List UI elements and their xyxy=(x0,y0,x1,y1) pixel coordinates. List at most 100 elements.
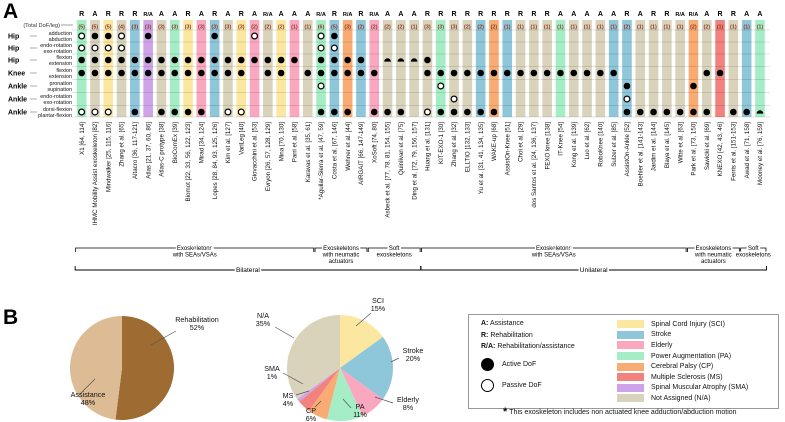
column-total-dof: (3) xyxy=(145,25,152,31)
column-label: *Aguilar-Sierra et al. [47, 59] xyxy=(318,122,325,200)
column-total-dof: (5) xyxy=(105,25,112,31)
column-total-dof: (1) xyxy=(717,25,724,31)
group-bracket xyxy=(367,247,421,252)
dof-dot-active xyxy=(623,82,631,90)
column-label: Mina [70, 130] xyxy=(278,122,285,161)
column-total-dof: (3) xyxy=(424,25,431,31)
legend-population-row: Spinal Muscular Atrophy (SMA) xyxy=(617,383,748,394)
column-total-dof: (3) xyxy=(171,25,178,31)
column-band xyxy=(90,20,100,117)
population-color-swatch xyxy=(617,373,644,382)
dof-dot-passive xyxy=(330,44,338,52)
column-band xyxy=(555,20,566,117)
row-joint-label: Knee xyxy=(8,70,25,77)
dof-dot-active xyxy=(104,56,112,64)
column-label: Asbeck et al. [77, 78, 81, 154, 155] xyxy=(385,122,392,218)
column-label: Costa et al. [67, 146] xyxy=(332,122,339,179)
column-band xyxy=(648,20,659,117)
dof-dot-active xyxy=(623,108,631,116)
dof-dot-active xyxy=(224,56,232,64)
column-letter: R xyxy=(478,11,483,18)
population-color-swatch xyxy=(617,320,644,329)
legend-key: A: xyxy=(481,320,489,327)
group-bracket-label: Exoskeletons xyxy=(177,246,213,252)
pie-label-leader xyxy=(274,326,295,339)
column-band xyxy=(116,20,127,117)
column-label: KNEXO [42, 43, 46] xyxy=(717,122,724,177)
dof-dot-active xyxy=(663,108,671,116)
legend-population-row: Elderly xyxy=(617,340,748,351)
column-label: Kim et al. [127] xyxy=(225,122,232,164)
population-color-swatch xyxy=(617,330,644,339)
population-color-swatch xyxy=(617,341,644,350)
pie-slice-sma xyxy=(297,368,340,402)
column-total-dof: (5) xyxy=(92,25,99,31)
row-motion-label: endo-rotation xyxy=(40,94,72,100)
column-band xyxy=(76,20,87,117)
column-total-dof: (5) xyxy=(78,25,85,31)
dof-dot-passive xyxy=(118,32,126,40)
dof-dot-passive xyxy=(118,44,126,52)
column-label: Sulzer et al. [85] xyxy=(611,122,618,167)
laterality-label: Bilateral xyxy=(236,267,260,274)
column-total-dof: (1) xyxy=(544,25,551,31)
column-band xyxy=(169,20,180,117)
footnote-text: This exoskeleton includes non actuated k… xyxy=(509,409,737,416)
column-band xyxy=(728,20,739,117)
legend-letter-entries: A: Assistance R: Rehabilitation R/A: Reh… xyxy=(481,320,575,392)
column-total-dof: (2) xyxy=(358,25,365,31)
dof-dot-active xyxy=(171,56,179,64)
row-joint-label: Ankle xyxy=(8,109,27,116)
column-band xyxy=(143,20,153,117)
group-bracket-label: exoskeletons xyxy=(377,253,412,259)
column-band xyxy=(568,20,579,117)
dof-dot-active xyxy=(437,108,445,116)
dof-dot-active xyxy=(158,108,165,116)
column-total-dof: (1) xyxy=(291,25,298,31)
group-bracket-label: Soft xyxy=(748,246,759,252)
column-label: Boehler et al. [141-143] xyxy=(637,122,644,187)
dof-dot-active xyxy=(131,69,139,77)
row-joint-label: Ankle xyxy=(8,96,27,103)
dof-dot-active xyxy=(464,108,471,116)
legend-entry-passive-dof: Passive DoF xyxy=(481,379,575,392)
column-label: Zhang et al. [65] xyxy=(119,122,126,167)
column-letter: R xyxy=(358,11,363,18)
column-total-dof: (1) xyxy=(584,25,591,31)
column-band xyxy=(396,20,406,117)
pie-label-leader xyxy=(342,398,352,409)
row-motion-label: dorsi-flexion xyxy=(43,107,72,113)
column-total-dof: (2) xyxy=(703,25,710,31)
column-band xyxy=(263,20,273,117)
column-letter: A xyxy=(412,11,417,18)
pie-slice-stroke xyxy=(340,336,394,400)
column-letter: A xyxy=(585,11,590,18)
column-label: BioComEx [39] xyxy=(172,122,179,164)
column-label: Ferris et al. [151-153] xyxy=(731,122,738,181)
column-band xyxy=(675,20,685,117)
dof-dot-active xyxy=(690,108,697,116)
dof-dot-active xyxy=(78,56,85,64)
dof-dot-passive xyxy=(317,44,325,52)
column-total-dof: (3) xyxy=(132,25,139,31)
column-total-dof: (2) xyxy=(251,25,258,31)
column-label: Kong et al. [139] xyxy=(571,122,578,167)
column-total-dof: (1) xyxy=(504,25,511,31)
legend-key: R/A: xyxy=(481,343,496,350)
dof-dot-active xyxy=(703,69,711,77)
dof-dot-active xyxy=(503,69,511,77)
panel-b-label: B xyxy=(3,306,19,329)
legend-label: Rehabilitation xyxy=(490,331,533,339)
column-band xyxy=(422,20,433,117)
dof-dot-active xyxy=(331,108,338,116)
column-band xyxy=(409,20,419,117)
column-label: Zhang et al. [32] xyxy=(451,122,458,167)
dof-dot-active xyxy=(703,108,711,116)
column-letter: A xyxy=(159,11,164,18)
column-letter: A xyxy=(398,11,403,18)
dof-dot-active xyxy=(198,69,205,77)
dof-dot-active xyxy=(198,56,205,64)
